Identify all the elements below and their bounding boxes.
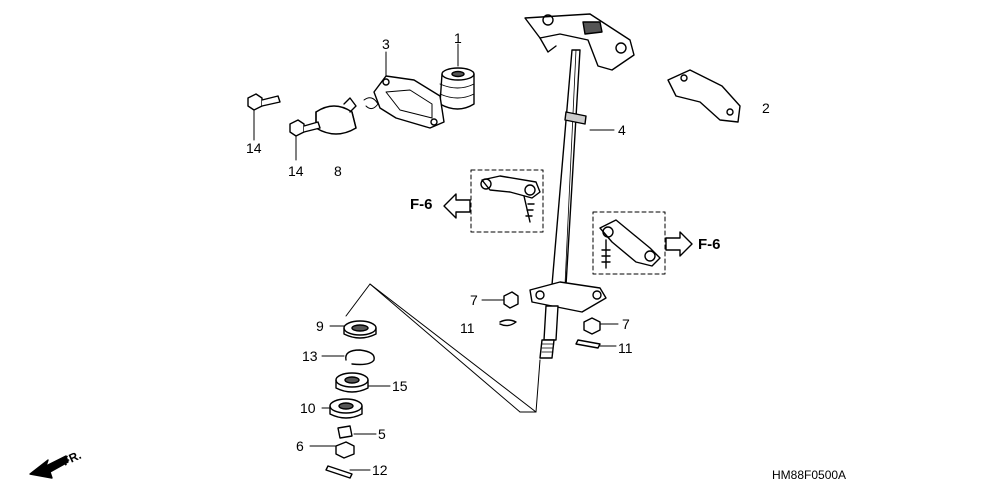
castle-nut-right <box>583 317 601 335</box>
bolt-upper <box>247 93 281 111</box>
front-direction-arrow-icon <box>29 455 69 479</box>
rubber-bushing <box>439 67 475 110</box>
callout-13: 13 <box>302 348 318 364</box>
arrow-left-icon <box>443 193 471 219</box>
callout-14-upper: 14 <box>246 140 262 156</box>
callout-4: 4 <box>618 122 626 138</box>
callout-12: 12 <box>372 462 388 478</box>
tie-rod-end-right-box <box>592 211 666 275</box>
assembly-line <box>369 283 537 413</box>
cover-plate <box>667 69 741 123</box>
figure-ref-right: F-6 <box>698 236 721 253</box>
castle-nut-lower <box>335 441 355 459</box>
callout-1: 1 <box>454 30 462 46</box>
shaft-clamp <box>315 97 357 135</box>
cotter-pin-lower <box>325 465 353 479</box>
callout-7-left: 7 <box>470 292 478 308</box>
diagram-code: HM88F0500A <box>772 468 847 482</box>
assembly-line <box>519 359 541 413</box>
arrow-right-icon <box>665 231 693 257</box>
callout-3: 3 <box>382 36 390 52</box>
callout-11-left: 11 <box>460 320 475 336</box>
callout-15: 15 <box>392 378 408 394</box>
callout-7-right: 7 <box>622 316 630 332</box>
callout-9: 9 <box>316 318 324 334</box>
callout-5: 5 <box>378 426 386 442</box>
bolt-lower <box>289 119 321 137</box>
callout-8: 8 <box>334 163 342 179</box>
callout-10: 10 <box>300 400 316 416</box>
castle-nut-left <box>503 291 519 309</box>
callout-14-lower: 14 <box>288 163 304 179</box>
steering-shaft <box>524 13 635 359</box>
assembly-line <box>345 283 521 413</box>
cotter-pin-left <box>499 319 517 327</box>
tie-rod-end-left-box <box>470 169 544 233</box>
leader-lines <box>253 43 619 471</box>
lower-bearing <box>329 398 363 419</box>
oil-seal <box>343 320 377 339</box>
callout-2: 2 <box>762 100 770 116</box>
callout-11-right: 11 <box>618 340 633 356</box>
upper-bearing <box>335 372 369 393</box>
callout-6: 6 <box>296 438 304 454</box>
cotter-pin-right <box>575 339 601 349</box>
snap-ring <box>345 349 375 366</box>
steering-bracket <box>363 75 445 129</box>
figure-ref-left: F-6 <box>410 196 433 213</box>
collar <box>337 425 353 439</box>
